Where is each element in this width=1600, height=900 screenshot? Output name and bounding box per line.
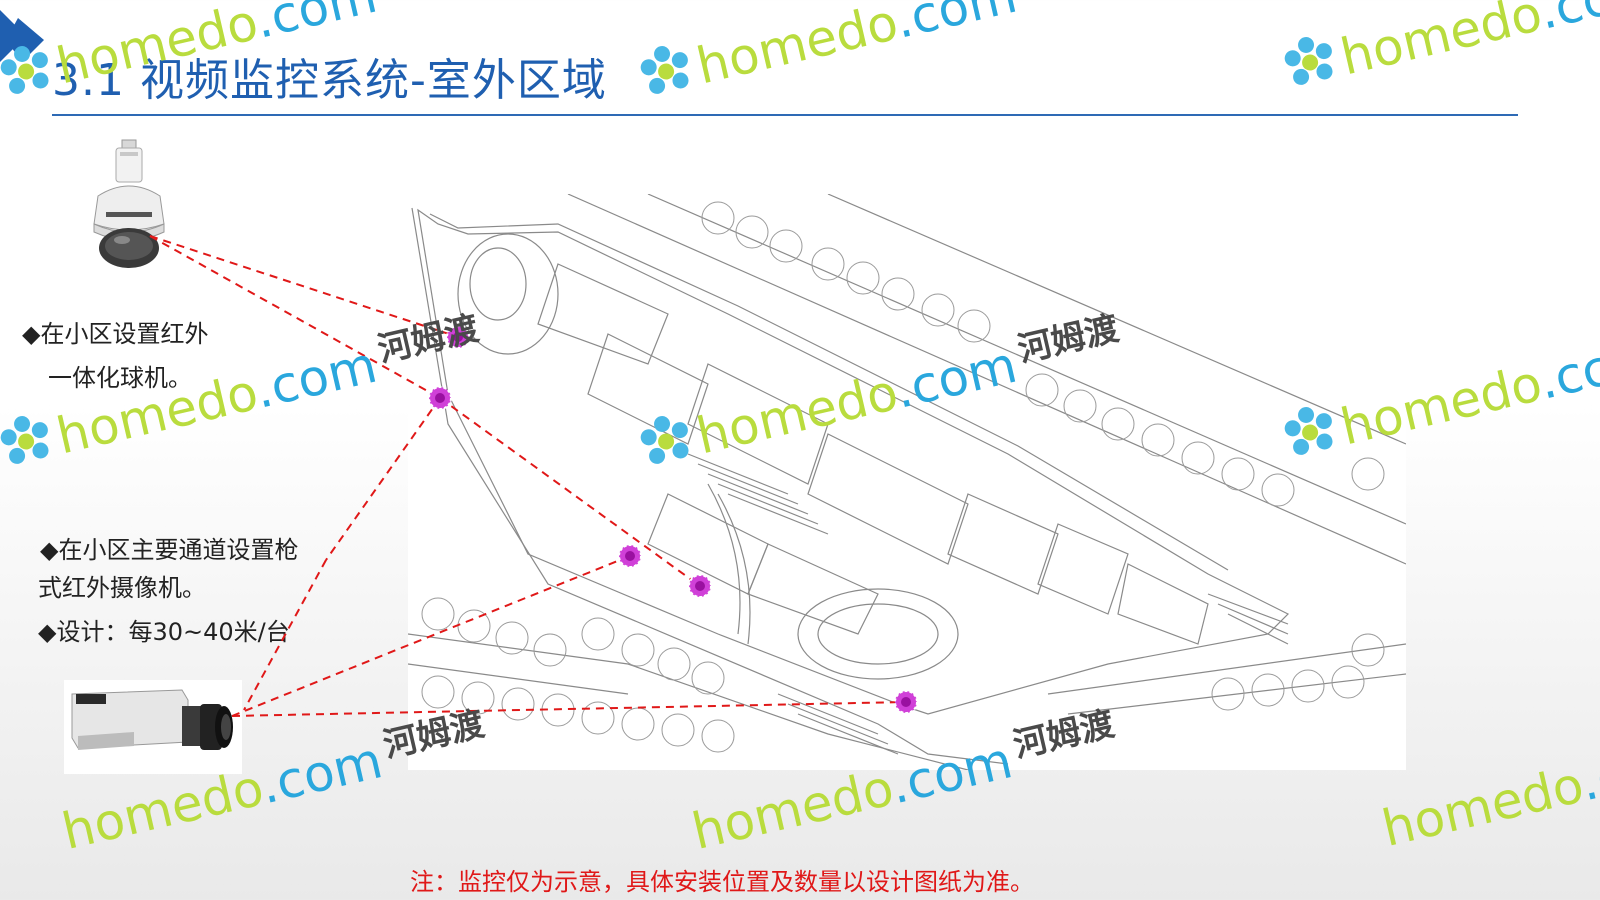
camera-markers (428, 325, 918, 714)
camera-position-marker-icon (894, 690, 918, 714)
gun-link-line-3 (231, 701, 907, 717)
dome-camera-photo (30, 136, 188, 276)
camera-position-marker-icon (446, 325, 470, 349)
disclaimer-note: 注：监控仅为示意，具体安装位置及数量以设计图纸为准。 (410, 868, 1034, 896)
site-plan-svg (408, 194, 1406, 770)
site-plan-drawing (408, 194, 1406, 770)
gun-bullet-line2: 式红外摄像机。 (38, 574, 206, 602)
camera-position-marker-icon (618, 544, 642, 568)
design-spec-text: ◆设计：每30~40米/台 (38, 618, 290, 646)
title-divider (52, 114, 1518, 116)
slide-title: 3.1 视频监控系统-室外区域 (52, 55, 607, 106)
dome-link-line-1 (149, 235, 459, 338)
box-camera-photo (64, 680, 242, 774)
box-camera-icon (64, 680, 242, 774)
gun-link-line-2 (231, 555, 631, 717)
road-link-line (439, 397, 701, 587)
gun-bullet-line1: ◆在小区主要通道设置枪 (40, 536, 299, 564)
gun-link-line-lower (243, 559, 327, 711)
dome-bullet-line1: ◆在小区设置红外 (22, 320, 209, 348)
dome-camera-icon (93, 139, 165, 268)
dome-bullet-line2: 一体化球机。 (48, 364, 192, 392)
camera-position-marker-icon (428, 386, 452, 410)
camera-position-marker-icon (688, 574, 712, 598)
gun-link-line-upper (325, 397, 441, 561)
